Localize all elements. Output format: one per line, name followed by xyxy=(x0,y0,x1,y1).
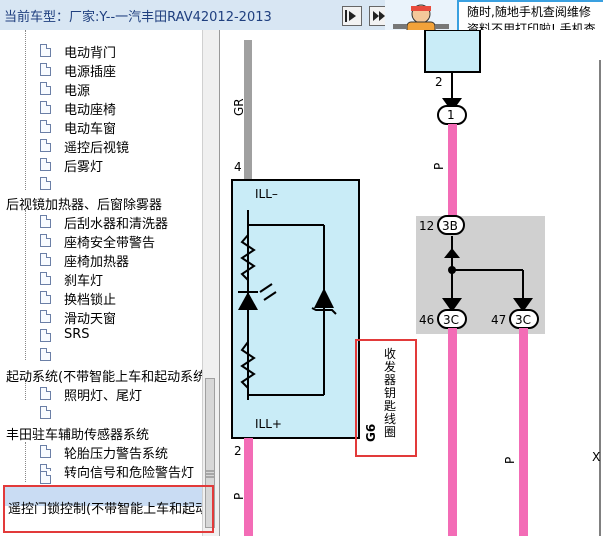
wire-color-p: P xyxy=(432,162,446,170)
connector-label-1: 1 xyxy=(447,108,455,122)
connector-label-3b: 3B xyxy=(442,219,458,233)
document-icon xyxy=(40,215,51,228)
tree-item-label: SRS xyxy=(64,327,90,342)
tree-item-label: 滑动天窗 xyxy=(64,312,117,327)
tree-item-label: 座椅安全带警告 xyxy=(64,236,156,251)
ad-text-line-1: 随时,随地手机查阅维修 xyxy=(467,5,591,19)
ill-plus-label: ILL+ xyxy=(255,417,282,431)
tree-item-label: 刹车灯 xyxy=(64,274,104,289)
tree-guide-line xyxy=(25,442,26,482)
tree-item-label: 遥控门锁控制(不带智能上车和起动 xyxy=(8,502,209,517)
document-icon xyxy=(40,139,51,152)
tree-item-label: 后雾灯 xyxy=(64,160,104,175)
fast-forward-icon xyxy=(373,11,385,21)
document-icon xyxy=(40,120,51,133)
next-page-button[interactable] xyxy=(342,6,362,26)
tree-item-label: 电动背门 xyxy=(64,46,117,61)
tree-item-label: 电源 xyxy=(64,84,91,99)
tree-item-label: 电动车窗 xyxy=(64,122,117,137)
document-icon xyxy=(40,272,51,285)
selected-row-highlight xyxy=(3,486,210,506)
wire-color-p: P xyxy=(232,492,246,500)
document-icon xyxy=(40,82,51,95)
connector-label-3c: 3C xyxy=(443,313,460,327)
diagram-drawing xyxy=(231,30,601,536)
pin-label-2: 2 xyxy=(435,75,443,89)
sidebar-tree: 电动背门 电源插座 电源 电动座椅 电动车窗 遥控后视镜 后雾灯 后视镜加热器、… xyxy=(0,30,220,536)
document-icon xyxy=(40,234,51,247)
document-icon xyxy=(40,387,51,400)
pin-label-4: 4 xyxy=(234,160,242,174)
last-page-button[interactable] xyxy=(369,6,389,26)
tree-item-label: 后刮水器和清洗器 xyxy=(64,217,169,232)
document-icon xyxy=(40,101,51,114)
play-icon xyxy=(345,10,356,22)
wire-color-p: P xyxy=(503,456,517,464)
tree-item-label: 转向信号和危险警告灯 xyxy=(64,466,195,481)
tree-item-label: 丰田驻车辅助传感器系统 xyxy=(6,428,150,443)
document-icon xyxy=(40,445,51,458)
vehicle-title: 当前车型：厂家:Y--一汽丰田RAV42012-2013 xyxy=(4,10,272,25)
tree-item-label: 照明灯、尾灯 xyxy=(64,389,143,404)
document-icon xyxy=(40,63,51,76)
sidebar-scroll-thumb[interactable] xyxy=(205,378,215,528)
document-icon xyxy=(40,158,51,171)
document-icon xyxy=(40,471,51,484)
pin-label-46: 46 xyxy=(419,313,435,327)
ill-minus-label: ILL– xyxy=(255,187,278,201)
connector-label-3c: 3C xyxy=(515,313,532,327)
selected-item-highlight-box xyxy=(3,485,214,533)
document-icon xyxy=(40,177,51,190)
tree-item-label: 轮胎压力警告系统 xyxy=(64,447,169,462)
pin-label-2: 2 xyxy=(234,444,242,458)
tree-guide-line xyxy=(25,380,26,400)
tree-item-label: 起动系统(不带智能上车和起动系统 xyxy=(6,370,207,385)
pin-label-47: 47 xyxy=(491,313,507,327)
document-icon xyxy=(40,348,51,361)
tree-item-label: 座椅加热器 xyxy=(64,255,130,270)
component-highlight-box xyxy=(355,339,417,457)
document-icon xyxy=(40,310,51,323)
edge-label: X xyxy=(592,450,601,464)
tree-item-label: 电源插座 xyxy=(64,65,117,80)
component-code: G6 xyxy=(364,423,378,442)
tree-item-label: 换档锁止 xyxy=(64,293,117,308)
document-icon xyxy=(40,253,51,266)
document-icon xyxy=(40,329,51,342)
tree-guide-line xyxy=(25,210,26,360)
document-icon xyxy=(40,406,51,419)
tree-item-label: 电动座椅 xyxy=(64,103,117,118)
wire-color-gr: GR xyxy=(232,98,246,116)
scroll-grip-icon xyxy=(206,470,214,478)
document-icon xyxy=(40,44,51,57)
component-name: 收发器钥匙线圈 xyxy=(384,347,397,439)
wiring-diagram: GR 2 1 P 4 ILL– ILL+ 2 P 12 3B 46 3C 47 … xyxy=(220,30,603,536)
tree-item-label: 后视镜加热器、后窗除雾器 xyxy=(6,198,163,213)
pin-label-12: 12 xyxy=(419,219,435,233)
tree-item-label: 遥控后视镜 xyxy=(64,141,130,156)
document-icon xyxy=(40,291,51,304)
tree-guide-line xyxy=(25,30,26,190)
